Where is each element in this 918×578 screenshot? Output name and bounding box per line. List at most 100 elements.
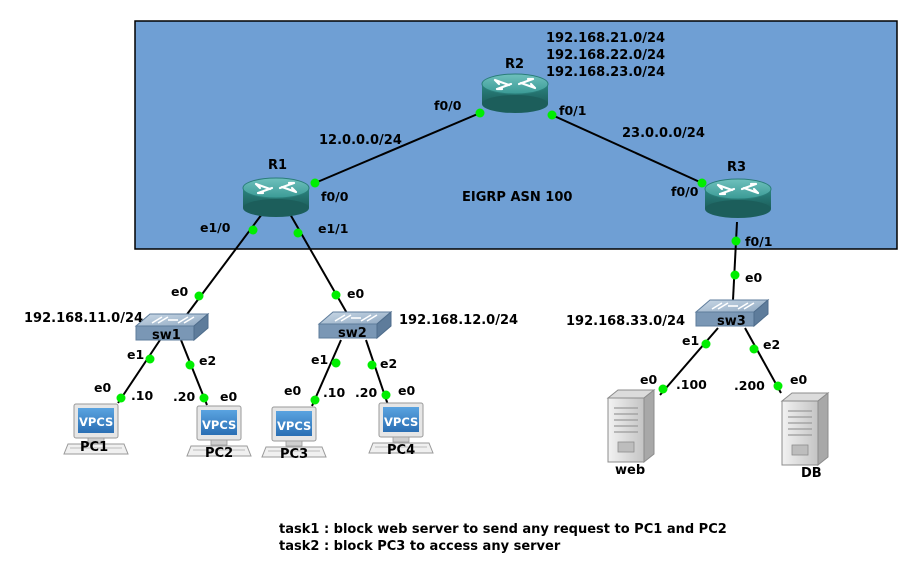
sw3-e0-label: e0	[745, 270, 762, 285]
r2-network-1: 192.168.21.0/24	[546, 31, 665, 46]
pc2-ip: .20	[173, 389, 195, 404]
switch-sw3-name: sw3	[717, 314, 746, 329]
sw1-network: 192.168.11.0/24	[24, 311, 143, 326]
port-dot	[547, 110, 557, 120]
link-sw2-pc3	[311, 339, 342, 407]
router-icon	[241, 176, 311, 219]
router-r2-name: R2	[505, 57, 524, 72]
server-icon	[781, 392, 829, 466]
pc1-e0-label: e0	[94, 380, 111, 395]
pc3-e0-label: e0	[284, 383, 301, 398]
web-e0-label: e0	[640, 372, 657, 387]
r1-f00-label: f0/0	[321, 189, 349, 204]
port-dot	[116, 393, 126, 403]
r3-f01-label: f0/1	[745, 234, 772, 249]
link-sw3-web	[659, 327, 719, 396]
db-ip: .200	[734, 378, 765, 393]
port-dot	[310, 395, 320, 405]
port-dot	[697, 178, 707, 188]
router-r2[interactable]: R2	[480, 57, 550, 115]
port-dot	[773, 381, 783, 391]
host-pc3[interactable]: VPCS PC3	[261, 406, 327, 462]
link-r1-r2-network: 12.0.0.0/24	[319, 133, 402, 148]
eigrp-area	[134, 20, 898, 250]
web-name: web	[615, 463, 645, 478]
port-dot	[749, 344, 759, 354]
sw1-e0-label: e0	[171, 284, 188, 299]
port-dot	[199, 393, 209, 403]
pc4-badge: VPCS	[384, 415, 418, 429]
sw2-e2-label: e2	[380, 356, 397, 371]
port-dots	[116, 108, 783, 405]
sw3-e2-label: e2	[763, 337, 780, 352]
port-dot	[194, 291, 204, 301]
link-r2-r3	[551, 114, 703, 184]
sw1-e2-label: e2	[199, 353, 216, 368]
port-dot	[731, 236, 741, 246]
pc3-name: PC3	[280, 447, 308, 462]
r3-f00-label: f0/0	[671, 184, 699, 199]
sw3-network: 192.168.33.0/24	[566, 314, 685, 329]
port-dot	[331, 358, 341, 368]
pc1-name: PC1	[80, 440, 108, 455]
port-dot	[730, 270, 740, 280]
link-r2-r3-network: 23.0.0.0/24	[622, 126, 705, 141]
port-dot	[145, 354, 155, 364]
port-dot	[293, 228, 303, 238]
pc1-ip: .10	[131, 388, 153, 403]
r2-network-2: 192.168.22.0/24	[546, 48, 665, 63]
pc4-name: PC4	[387, 443, 415, 458]
server-web[interactable]: web	[607, 389, 655, 478]
db-name: DB	[801, 466, 822, 481]
switch-sw1[interactable]: sw1	[135, 313, 209, 343]
pc3-badge: VPCS	[277, 419, 311, 433]
host-pc4[interactable]: VPCS PC4	[368, 402, 434, 458]
router-r3-name: R3	[727, 160, 746, 175]
link-sw3-db	[744, 327, 782, 394]
server-icon	[607, 389, 655, 463]
port-dot	[185, 360, 195, 370]
port-dot	[658, 384, 668, 394]
r2-network-3: 192.168.23.0/24	[546, 65, 665, 80]
sw2-e0-label: e0	[347, 286, 364, 301]
port-dot	[701, 339, 711, 349]
pc2-name: PC2	[205, 446, 233, 461]
port-dot	[381, 390, 391, 400]
pc3-ip: .10	[323, 385, 345, 400]
pc2-e0-label: e0	[220, 389, 237, 404]
router-icon	[703, 177, 773, 220]
switch-sw1-name: sw1	[152, 328, 181, 343]
router-r3[interactable]: R3	[703, 160, 773, 220]
switch-sw2[interactable]: sw2	[318, 311, 392, 341]
sw2-network: 192.168.12.0/24	[399, 313, 518, 328]
r2-f00-label: f0/0	[434, 98, 462, 113]
eigrp-area-label: EIGRP ASN 100	[462, 190, 572, 205]
pc4-e0-label: e0	[398, 383, 415, 398]
router-icon	[480, 72, 550, 115]
sw2-e1-label: e1	[311, 352, 328, 367]
router-r1[interactable]: R1	[241, 158, 311, 219]
web-ip: .100	[676, 377, 707, 392]
pc2-badge: VPCS	[202, 418, 236, 432]
link-r3-sw3	[732, 221, 738, 301]
r1-e10-label: e1/0	[200, 220, 231, 235]
server-db[interactable]: DB	[781, 392, 829, 481]
port-dot	[475, 108, 485, 118]
pc1-badge: VPCS	[79, 415, 113, 429]
port-dot	[248, 225, 258, 235]
host-pc1[interactable]: VPCS PC1	[63, 403, 129, 455]
port-dot	[367, 360, 377, 370]
db-e0-label: e0	[790, 372, 807, 387]
sw1-e1-label: e1	[127, 347, 144, 362]
pc4-ip: .20	[355, 385, 377, 400]
sw3-e1-label: e1	[682, 333, 699, 348]
link-sw1-pc1	[117, 339, 161, 404]
switch-sw2-name: sw2	[338, 326, 367, 341]
r1-e11-label: e1/1	[318, 221, 348, 236]
task-2: task2 : block PC3 to access any server	[279, 539, 561, 554]
switch-sw3[interactable]: sw3	[695, 299, 769, 329]
port-dot	[331, 290, 341, 300]
host-pc2[interactable]: VPCS PC2	[186, 405, 252, 461]
link-r1-r2	[314, 112, 481, 184]
port-dot	[310, 178, 320, 188]
